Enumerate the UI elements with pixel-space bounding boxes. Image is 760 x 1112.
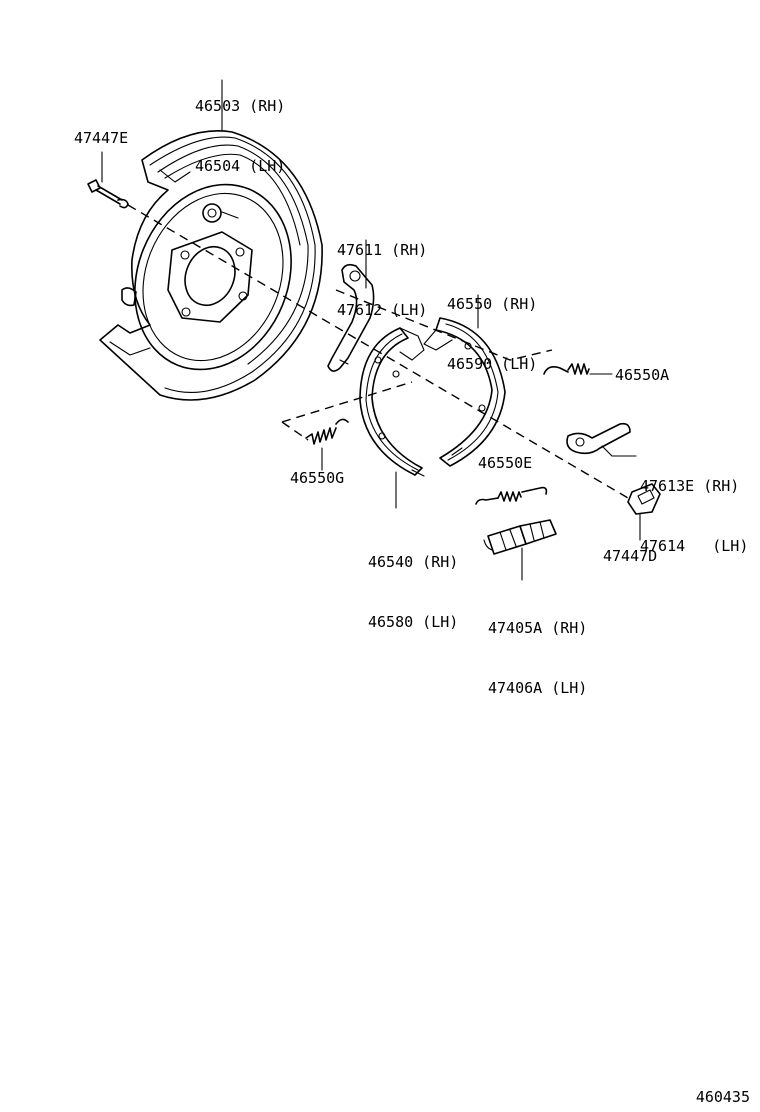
strut-lever-rh-label: 47611 (RH) bbox=[337, 241, 428, 259]
diagram-id-label: 460435 bbox=[695, 1088, 750, 1106]
adjusting-lever-leader bbox=[601, 445, 637, 457]
adjusting-lever-label: 47613E (RH) 47614 (LH) bbox=[640, 436, 748, 596]
spring-46550a-part bbox=[543, 363, 590, 375]
backing-plate-rh-label: 46503 (RH) bbox=[195, 97, 286, 115]
clip-label: 47447D bbox=[603, 547, 658, 565]
clip-part bbox=[627, 483, 661, 515]
bolt-part bbox=[87, 179, 129, 209]
adjuster-label: 47405A (RH) 47406A (LH) bbox=[488, 578, 587, 738]
adjuster-part bbox=[483, 519, 557, 555]
strut-lever-label: 47611 (RH) 47612 (LH) bbox=[337, 200, 427, 360]
strut-lever-part bbox=[327, 263, 375, 372]
front-shoe-rh-label: 46550 (RH) bbox=[447, 295, 538, 313]
spring-46550g-label: 46550G bbox=[290, 469, 345, 487]
adjuster-lh-label: 47406A (LH) bbox=[488, 679, 588, 697]
backing-plate-label: 46503 (RH) 46504 (LH) bbox=[195, 56, 285, 216]
front-shoe-lh-label: 46590 (LH) bbox=[447, 355, 538, 373]
bolt-label: 47447E bbox=[74, 129, 129, 147]
rear-shoe-rh-label: 46540 (RH) bbox=[368, 553, 459, 571]
spring-46550a-label: 46550A bbox=[615, 366, 670, 384]
strut-lever-lh-label: 47612 (LH) bbox=[337, 301, 428, 319]
backing-plate-part bbox=[99, 130, 323, 401]
front-shoe-label: 46550 (RH) 46590 (LH) bbox=[447, 254, 537, 414]
adjusting-lever-rh-label: 47613E (RH) bbox=[640, 477, 740, 495]
rear-brake-shoe-part bbox=[359, 327, 425, 477]
backing-plate-lh-label: 46504 (LH) bbox=[195, 157, 286, 175]
spring-46550g-part bbox=[305, 418, 349, 445]
spring-46550e-label: 46550E bbox=[478, 454, 533, 472]
adjusting-lever-lh-label: 47614 (LH) bbox=[640, 537, 749, 555]
adjuster-rh-label: 47405A (RH) bbox=[488, 619, 588, 637]
adjusting-lever-part bbox=[566, 422, 631, 455]
spring-46550e-part bbox=[475, 486, 548, 505]
assembly-center-lines bbox=[127, 204, 641, 506]
rear-shoe-lh-label: 46580 (LH) bbox=[368, 613, 459, 631]
rear-shoe-label: 46540 (RH) 46580 (LH) bbox=[368, 512, 458, 672]
front-brake-shoe-part bbox=[423, 317, 506, 467]
